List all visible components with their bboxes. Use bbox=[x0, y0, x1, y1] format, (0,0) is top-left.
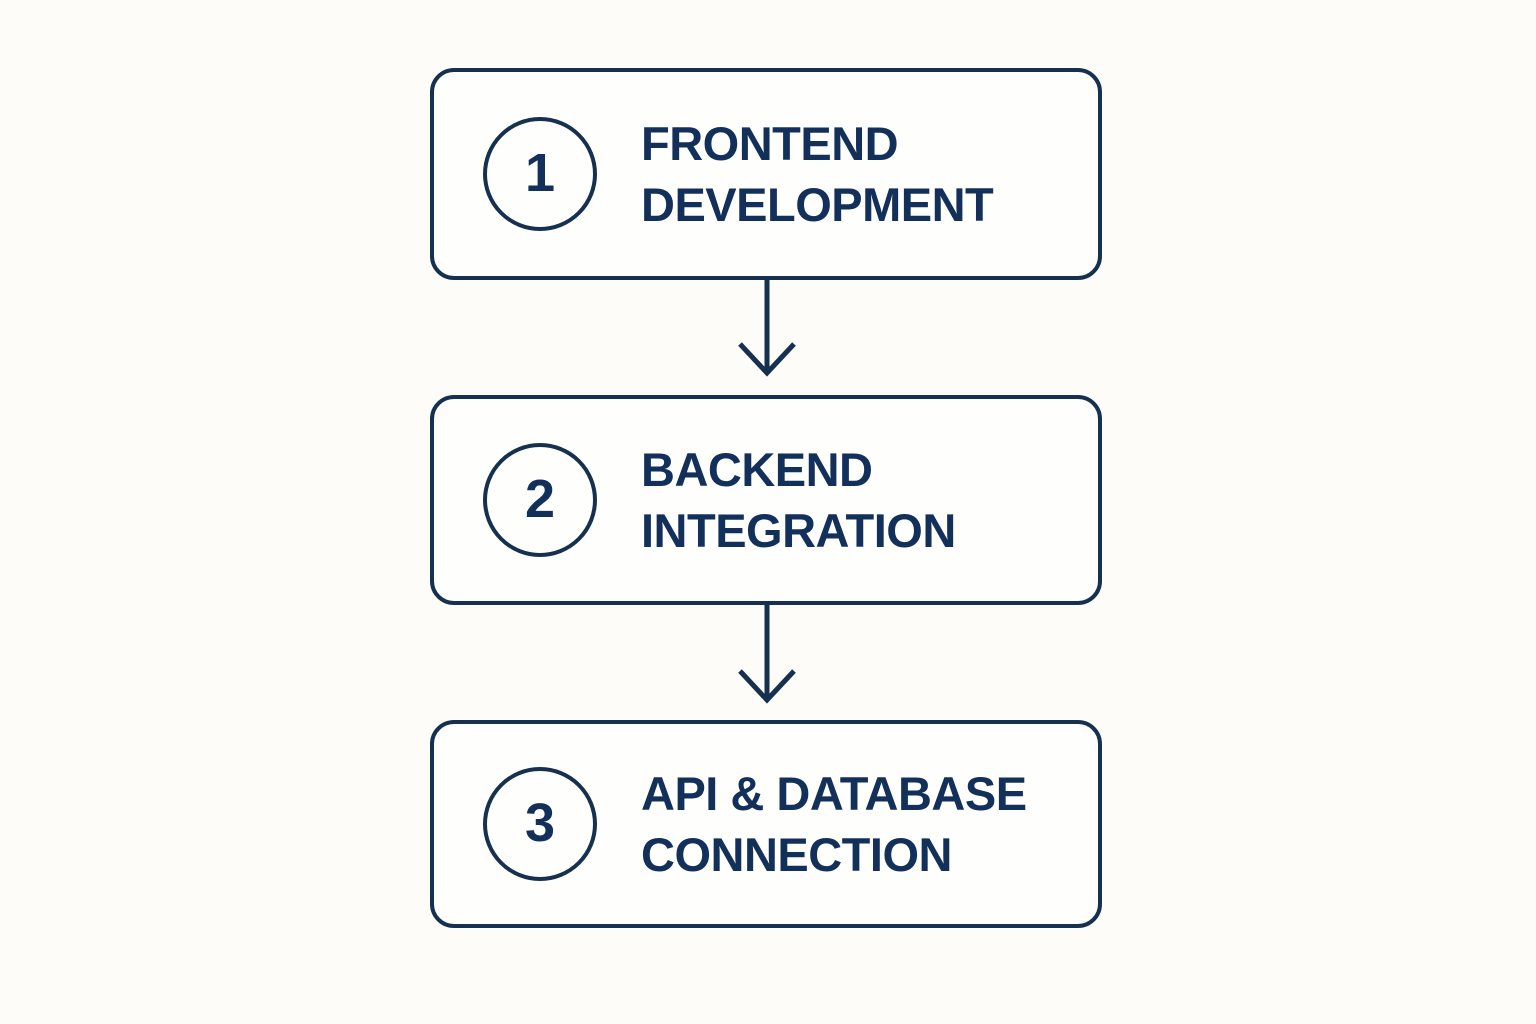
step-label-3: API & DATABASE CONNECTION bbox=[641, 766, 1027, 881]
step-number-circle-3: 3 bbox=[483, 767, 597, 881]
step-box-3[interactable]: 3 API & DATABASE CONNECTION bbox=[430, 720, 1102, 928]
step-number-1: 1 bbox=[524, 143, 556, 203]
step-box-2[interactable]: 2 BACKEND INTEGRATION bbox=[430, 395, 1102, 605]
step-box-1[interactable]: 1 FRONTEND DEVELOPMENT bbox=[430, 68, 1102, 280]
step-number-3: 3 bbox=[524, 793, 556, 853]
step-number-circle-2: 2 bbox=[483, 443, 597, 557]
step-number-2: 2 bbox=[524, 469, 556, 529]
step-number-circle-1: 1 bbox=[483, 117, 597, 231]
step-label-1: FRONTEND DEVELOPMENT bbox=[641, 116, 994, 231]
connector-arrow-step2-step3 bbox=[737, 605, 797, 720]
step-label-2: BACKEND INTEGRATION bbox=[641, 442, 956, 557]
connector-arrow-step1-step2 bbox=[737, 280, 797, 395]
